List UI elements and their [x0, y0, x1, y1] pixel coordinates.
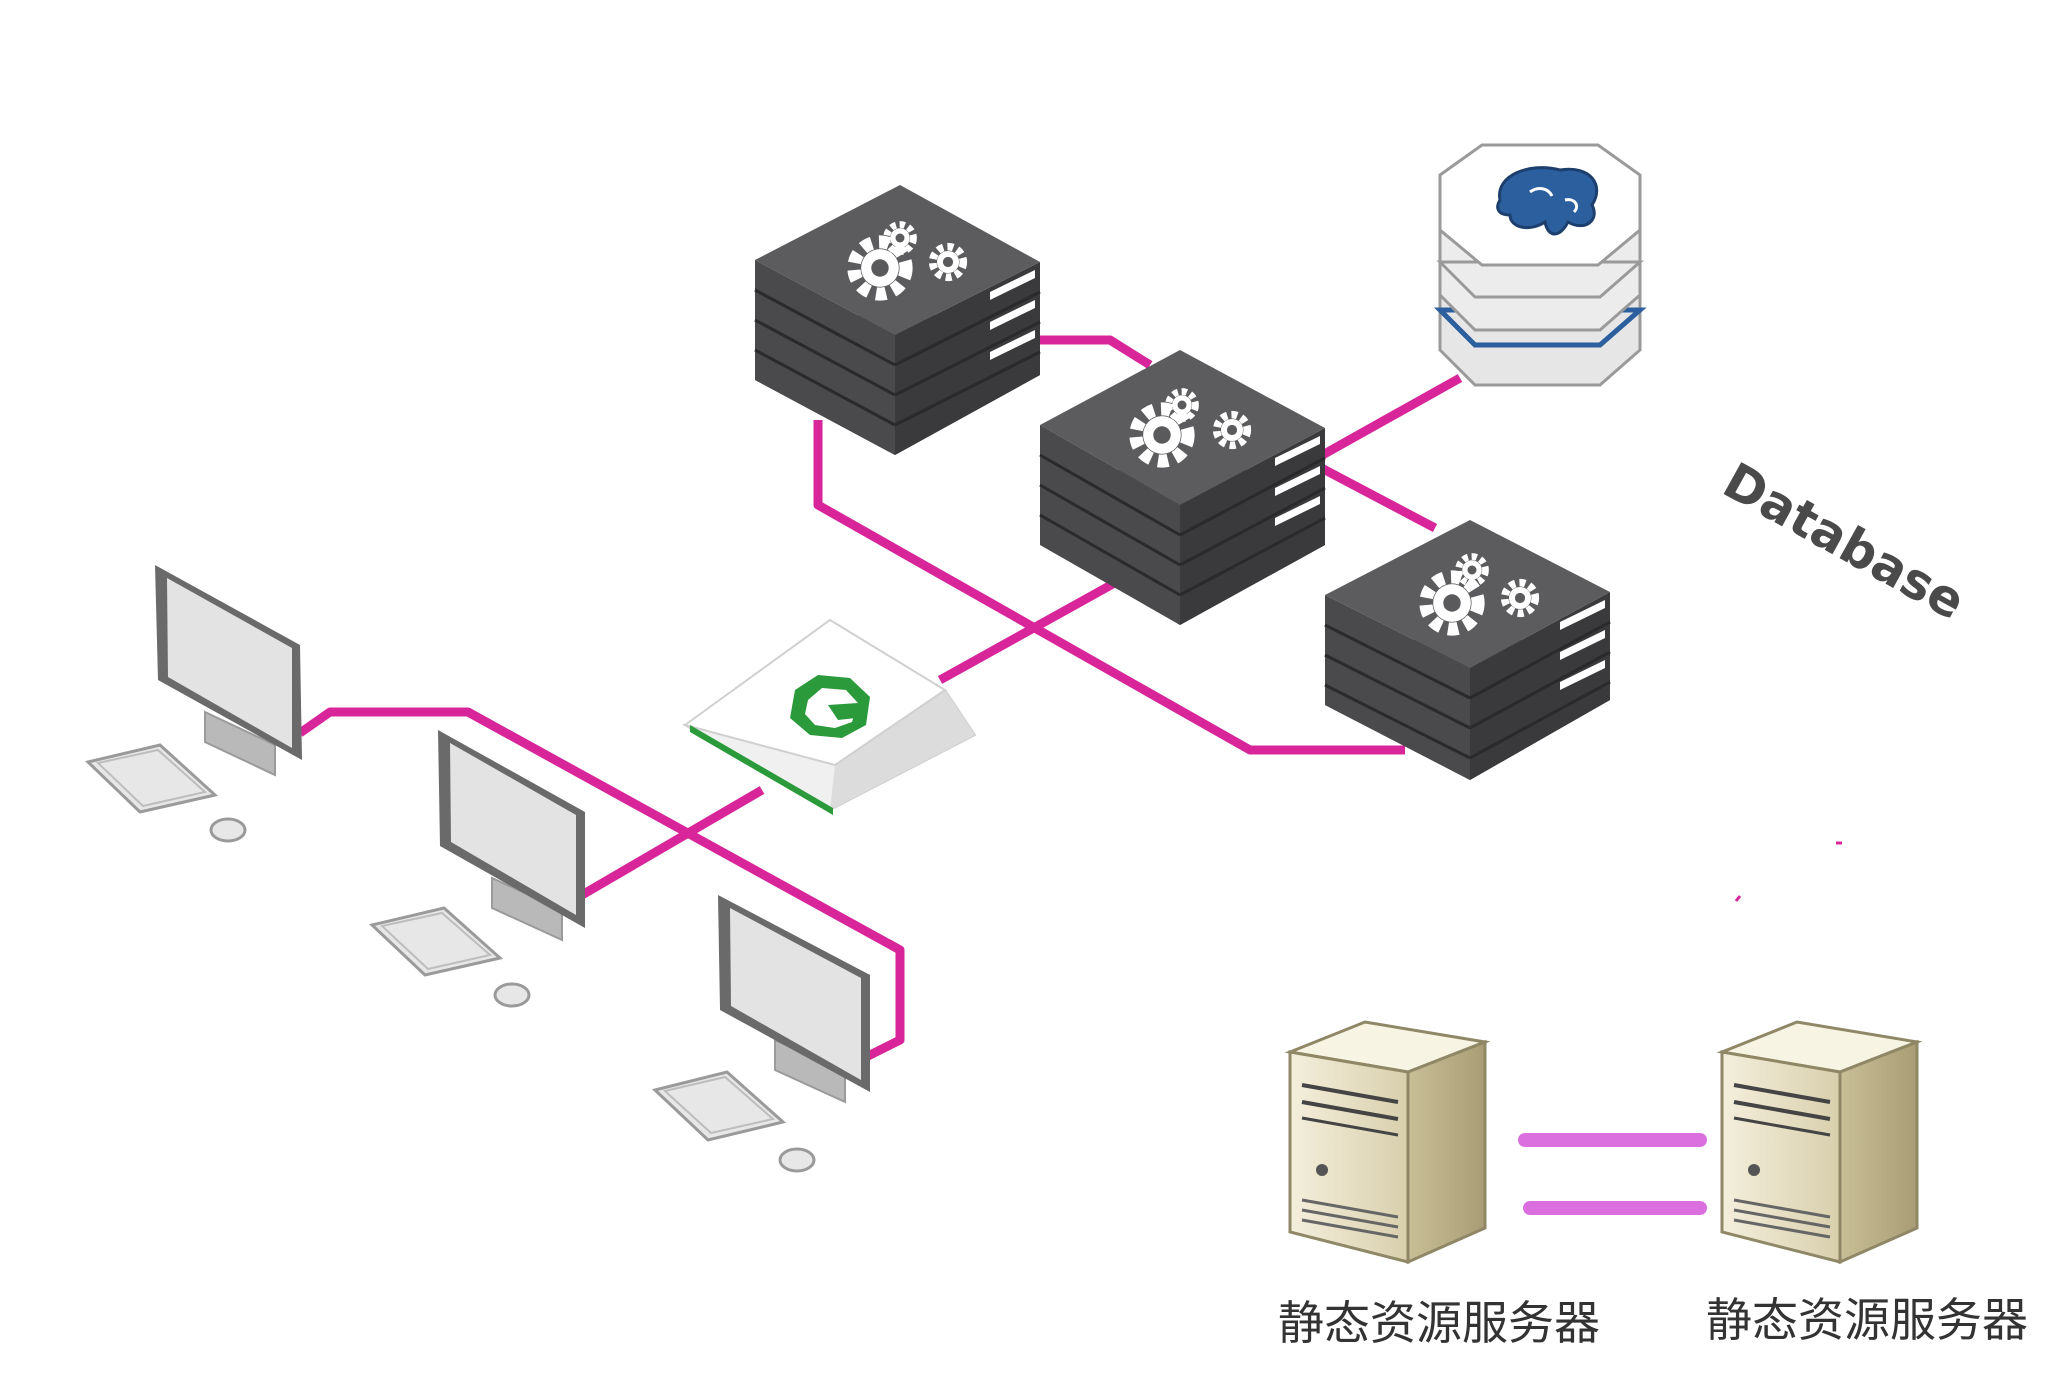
client-workstation-3	[651, 895, 870, 1173]
link-server1-server2	[1035, 335, 1153, 369]
load-balancer	[681, 618, 977, 815]
link-gateway-server2	[937, 576, 1123, 684]
link-server2-server3	[1307, 458, 1438, 532]
connection-lines	[297, 335, 1463, 1063]
elephant-icon	[1496, 166, 1599, 236]
app-server-3	[1324, 520, 1611, 780]
app-server-1	[754, 185, 1041, 455]
client-workstation-2	[368, 730, 585, 1008]
database	[1433, 143, 1647, 387]
client-workstation-1	[84, 565, 302, 843]
app-server-2	[1039, 350, 1326, 625]
g-logo-icon	[790, 675, 870, 738]
link-server2-database	[1307, 374, 1463, 466]
static-server-sync-lines	[1518, 1133, 1707, 1215]
static-server-left	[1284, 1020, 1491, 1265]
link-client1-client3	[297, 707, 905, 1063]
link-gateway-client2	[579, 786, 765, 899]
stray-marks	[1734, 841, 1842, 902]
static-server-left-label: 静态资源服务器	[1278, 1296, 1600, 1350]
static-server-right-label: 静态资源服务器	[1706, 1293, 2028, 1347]
static-server-right	[1716, 1020, 1923, 1265]
